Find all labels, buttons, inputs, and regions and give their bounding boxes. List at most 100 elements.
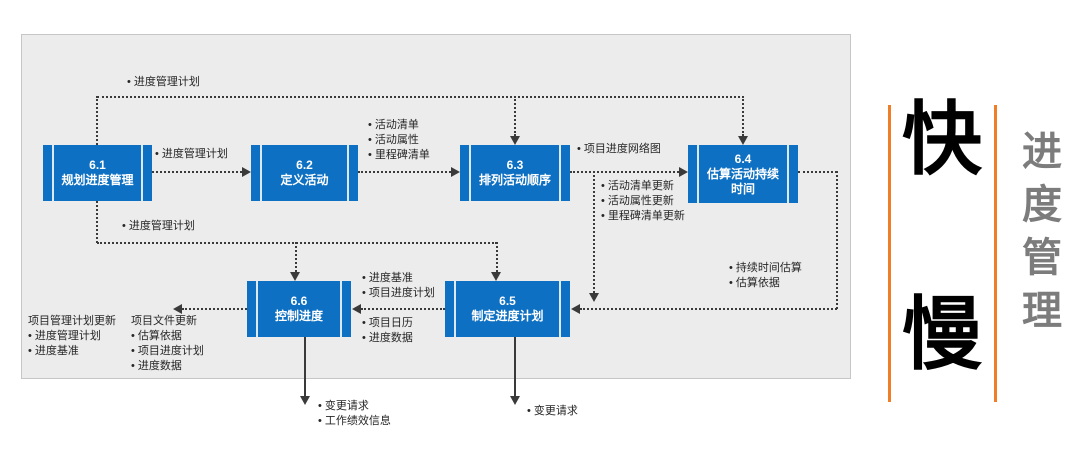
flow-label-network-diagram: • 项目进度网络图 (577, 143, 661, 155)
process-id: 6.4 (734, 151, 752, 166)
flow-label-doc-updates: 项目文件更新 • 估算依据 • 项目进度计划 • 进度数据 (131, 314, 204, 374)
process-name: 估算活动持续时间 (706, 166, 779, 196)
arrowhead-into-63 (451, 167, 460, 177)
arrowhead-into-66-top (290, 272, 300, 281)
flow-label-item: • 进度管理计划 (28, 330, 101, 342)
flow-label-item: • 持续时间估算 (729, 262, 802, 274)
accent-line-right (994, 105, 997, 402)
connector-to-65-top (496, 242, 498, 272)
process-id: 6.3 (506, 158, 524, 172)
arrowhead-66-out-left (173, 304, 182, 314)
flow-label-item: • 活动清单更新 (601, 180, 674, 192)
flow-label-outputs-62: • 活动清单 • 活动属性 • 里程碑清单 (368, 118, 430, 163)
flow-label-item: • 进度数据 (362, 332, 413, 344)
flow-label-item: • 活动属性 (368, 134, 419, 146)
arrowhead-into-62 (242, 167, 251, 177)
connector-64-down (836, 171, 838, 309)
process-box-6-6: 6.6 控制进度 (247, 281, 351, 337)
flow-label-item: • 里程碑清单更新 (601, 210, 685, 222)
arrowhead-into-64 (679, 167, 688, 177)
process-box-6-1: 6.1 规划进度管理 (43, 145, 152, 201)
connector-62-63 (358, 171, 451, 173)
flow-label-outputs-66-bottom: • 变更请求 • 工作绩效信息 (318, 399, 391, 429)
box-side-stripe (697, 145, 699, 203)
connector-66-out-down (304, 337, 306, 398)
connector-66-out-left (182, 308, 247, 310)
flow-label-plan-bottom: • 进度管理计划 (122, 220, 195, 232)
flow-label-header: 项目管理计划更新 (28, 315, 116, 327)
connector-top-to-64 (742, 96, 744, 136)
box-side-stripe (141, 145, 143, 201)
arrowhead-into-63-top (510, 136, 520, 145)
process-id: 6.2 (296, 158, 313, 172)
box-side-stripe (559, 281, 561, 337)
process-name: 制定进度计划 (471, 309, 544, 323)
flow-label-item: • 项目进度计划 (362, 287, 435, 299)
process-id: 6.6 (290, 294, 308, 308)
flow-label-item: • 工作绩效信息 (318, 415, 391, 427)
connector-to-66-top (295, 242, 297, 272)
flow-label-header: 项目文件更新 (131, 315, 197, 327)
box-side-stripe (256, 281, 258, 337)
arrowhead-into-65-top (491, 272, 501, 281)
flow-label-item: • 变更请求 (527, 405, 578, 417)
arrowhead-into-64-top (738, 136, 748, 145)
connector-61-up (96, 96, 98, 145)
arrowhead-63-down (589, 293, 599, 302)
box-side-stripe (559, 145, 561, 201)
flow-label-item: • 变更请求 (318, 400, 369, 412)
flow-label-outputs-65-bottom: • 变更请求 (527, 404, 578, 419)
accent-line-left (888, 105, 891, 402)
process-box-6-4: 6.4 估算活动持续时间 (688, 145, 798, 203)
connector-61-62 (152, 171, 242, 173)
box-side-stripe (787, 145, 789, 203)
box-side-stripe (454, 281, 456, 337)
flow-label-item: • 进度数据 (131, 360, 182, 372)
process-box-6-2: 6.2 定义活动 (251, 145, 358, 201)
flow-label-item: • 估算依据 (729, 277, 780, 289)
flow-label-top-plan: • 进度管理计划 (127, 76, 200, 88)
flow-label-item: • 里程碑清单 (368, 149, 430, 161)
slow-label: 慢 (902, 290, 982, 379)
process-name: 规划进度管理 (61, 173, 134, 187)
flow-label-item: • 进度基准 (362, 272, 413, 284)
process-id: 6.5 (499, 294, 516, 308)
connector-64-right (798, 171, 837, 173)
flow-label-item: • 项目进度计划 (131, 345, 204, 357)
diagram-panel (21, 34, 851, 379)
process-id: 6.1 (89, 158, 106, 172)
flow-label-item: • 项目日历 (362, 317, 413, 329)
process-box-6-3: 6.3 排列活动顺序 (460, 145, 570, 201)
arrowhead-66-out-down (300, 396, 310, 405)
box-side-stripe (52, 145, 54, 201)
process-name: 控制进度 (274, 309, 323, 323)
flow-label-inputs-66-above: • 进度基准 • 项目进度计划 (362, 271, 435, 301)
flow-label-item: • 进度基准 (28, 345, 79, 357)
connector-63-down (593, 171, 595, 293)
process-name: 排列活动顺序 (478, 173, 551, 187)
arrowhead-into-66-right (352, 304, 361, 314)
flow-label-item: • 估算依据 (131, 330, 182, 342)
process-name: 定义活动 (280, 173, 329, 187)
connector-top-to-63 (514, 96, 516, 136)
box-side-stripe (260, 145, 262, 201)
box-side-stripe (347, 145, 349, 201)
process-box-6-5: 6.5 制定进度计划 (445, 281, 570, 337)
connector-65-out-down (514, 337, 516, 398)
connector-top-horizontal (97, 96, 744, 98)
flow-label-item: • 活动属性更新 (601, 195, 674, 207)
connector-65-66 (361, 308, 445, 310)
connector-bottom-horizontal (97, 242, 497, 244)
box-side-stripe (340, 281, 342, 337)
connector-61-down (96, 201, 98, 243)
flow-label-pm-plan-updates: 项目管理计划更新 • 进度管理计划 • 进度基准 (28, 314, 116, 359)
flow-label-inputs-66-below: • 项目日历 • 进度数据 (362, 316, 413, 346)
flow-label-updates-63: • 活动清单更新 • 活动属性更新 • 里程碑清单更新 (601, 179, 685, 224)
connector-63-64 (570, 171, 679, 173)
vertical-title: 进度管理 (1016, 130, 1060, 342)
box-side-stripe (469, 145, 471, 201)
flow-label-outputs-64: • 持续时间估算 • 估算依据 (729, 261, 802, 291)
flow-label-item: • 活动清单 (368, 119, 419, 131)
arrowhead-65-out-down (510, 396, 520, 405)
